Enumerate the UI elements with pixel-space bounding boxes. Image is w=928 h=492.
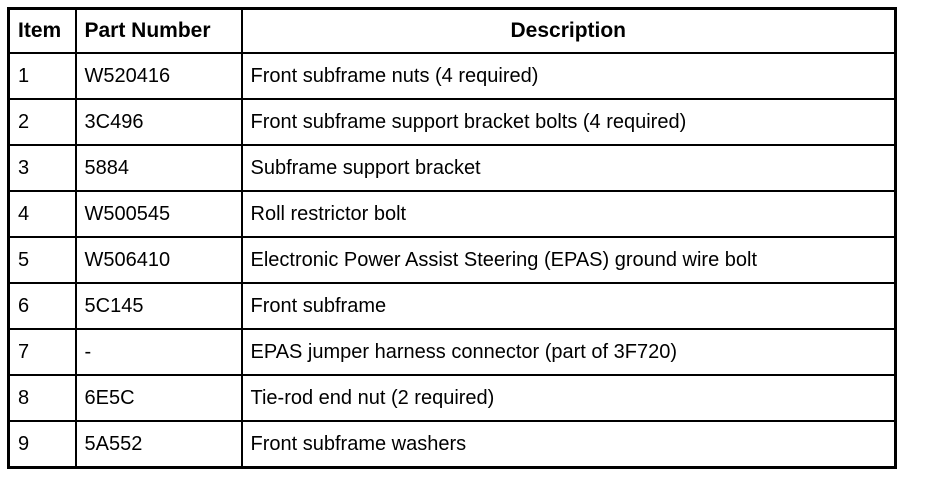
- cell-item: 5: [7, 236, 77, 284]
- cell-description: Front subframe washers: [240, 420, 897, 469]
- column-header-description: Description: [240, 7, 897, 54]
- cell-part-number: W520416: [74, 52, 243, 100]
- cell-description: Front subframe support bracket bolts (4 …: [240, 98, 897, 146]
- cell-item: 6: [7, 282, 77, 330]
- cell-description: Front subframe nuts (4 required): [240, 52, 897, 100]
- table-header-row: Item Part Number Description: [7, 7, 897, 54]
- table-row: 9 5A552 Front subframe washers: [7, 420, 897, 469]
- cell-part-number: 5884: [74, 144, 243, 192]
- cell-part-number: 6E5C: [74, 374, 243, 422]
- table-row: 1 W520416 Front subframe nuts (4 require…: [7, 52, 897, 100]
- cell-description: Electronic Power Assist Steering (EPAS) …: [240, 236, 897, 284]
- cell-item: 2: [7, 98, 77, 146]
- cell-item: 9: [7, 420, 77, 469]
- cell-part-number: W506410: [74, 236, 243, 284]
- cell-part-number: 3C496: [74, 98, 243, 146]
- column-header-item: Item: [7, 7, 77, 54]
- table-row: 7 - EPAS jumper harness connector (part …: [7, 328, 897, 376]
- cell-item: 7: [7, 328, 77, 376]
- parts-table-container: Item Part Number Description 1 W520416 F…: [7, 7, 897, 469]
- cell-description: EPAS jumper harness connector (part of 3…: [240, 328, 897, 376]
- table-row: 8 6E5C Tie-rod end nut (2 required): [7, 374, 897, 422]
- column-header-part-number: Part Number: [74, 7, 243, 54]
- cell-item: 1: [7, 52, 77, 100]
- parts-table: Item Part Number Description 1 W520416 F…: [7, 7, 897, 469]
- cell-part-number: W500545: [74, 190, 243, 238]
- cell-part-number: 5C145: [74, 282, 243, 330]
- cell-part-number: 5A552: [74, 420, 243, 469]
- cell-item: 4: [7, 190, 77, 238]
- table-row: 6 5C145 Front subframe: [7, 282, 897, 330]
- table-row: 2 3C496 Front subframe support bracket b…: [7, 98, 897, 146]
- table-row: 4 W500545 Roll restrictor bolt: [7, 190, 897, 238]
- cell-description: Tie-rod end nut (2 required): [240, 374, 897, 422]
- cell-part-number: -: [74, 328, 243, 376]
- table-row: 3 5884 Subframe support bracket: [7, 144, 897, 192]
- table-body: 1 W520416 Front subframe nuts (4 require…: [7, 52, 897, 469]
- table-row: 5 W506410 Electronic Power Assist Steeri…: [7, 236, 897, 284]
- cell-description: Subframe support bracket: [240, 144, 897, 192]
- cell-item: 8: [7, 374, 77, 422]
- cell-item: 3: [7, 144, 77, 192]
- cell-description: Front subframe: [240, 282, 897, 330]
- table-header: Item Part Number Description: [7, 7, 897, 54]
- cell-description: Roll restrictor bolt: [240, 190, 897, 238]
